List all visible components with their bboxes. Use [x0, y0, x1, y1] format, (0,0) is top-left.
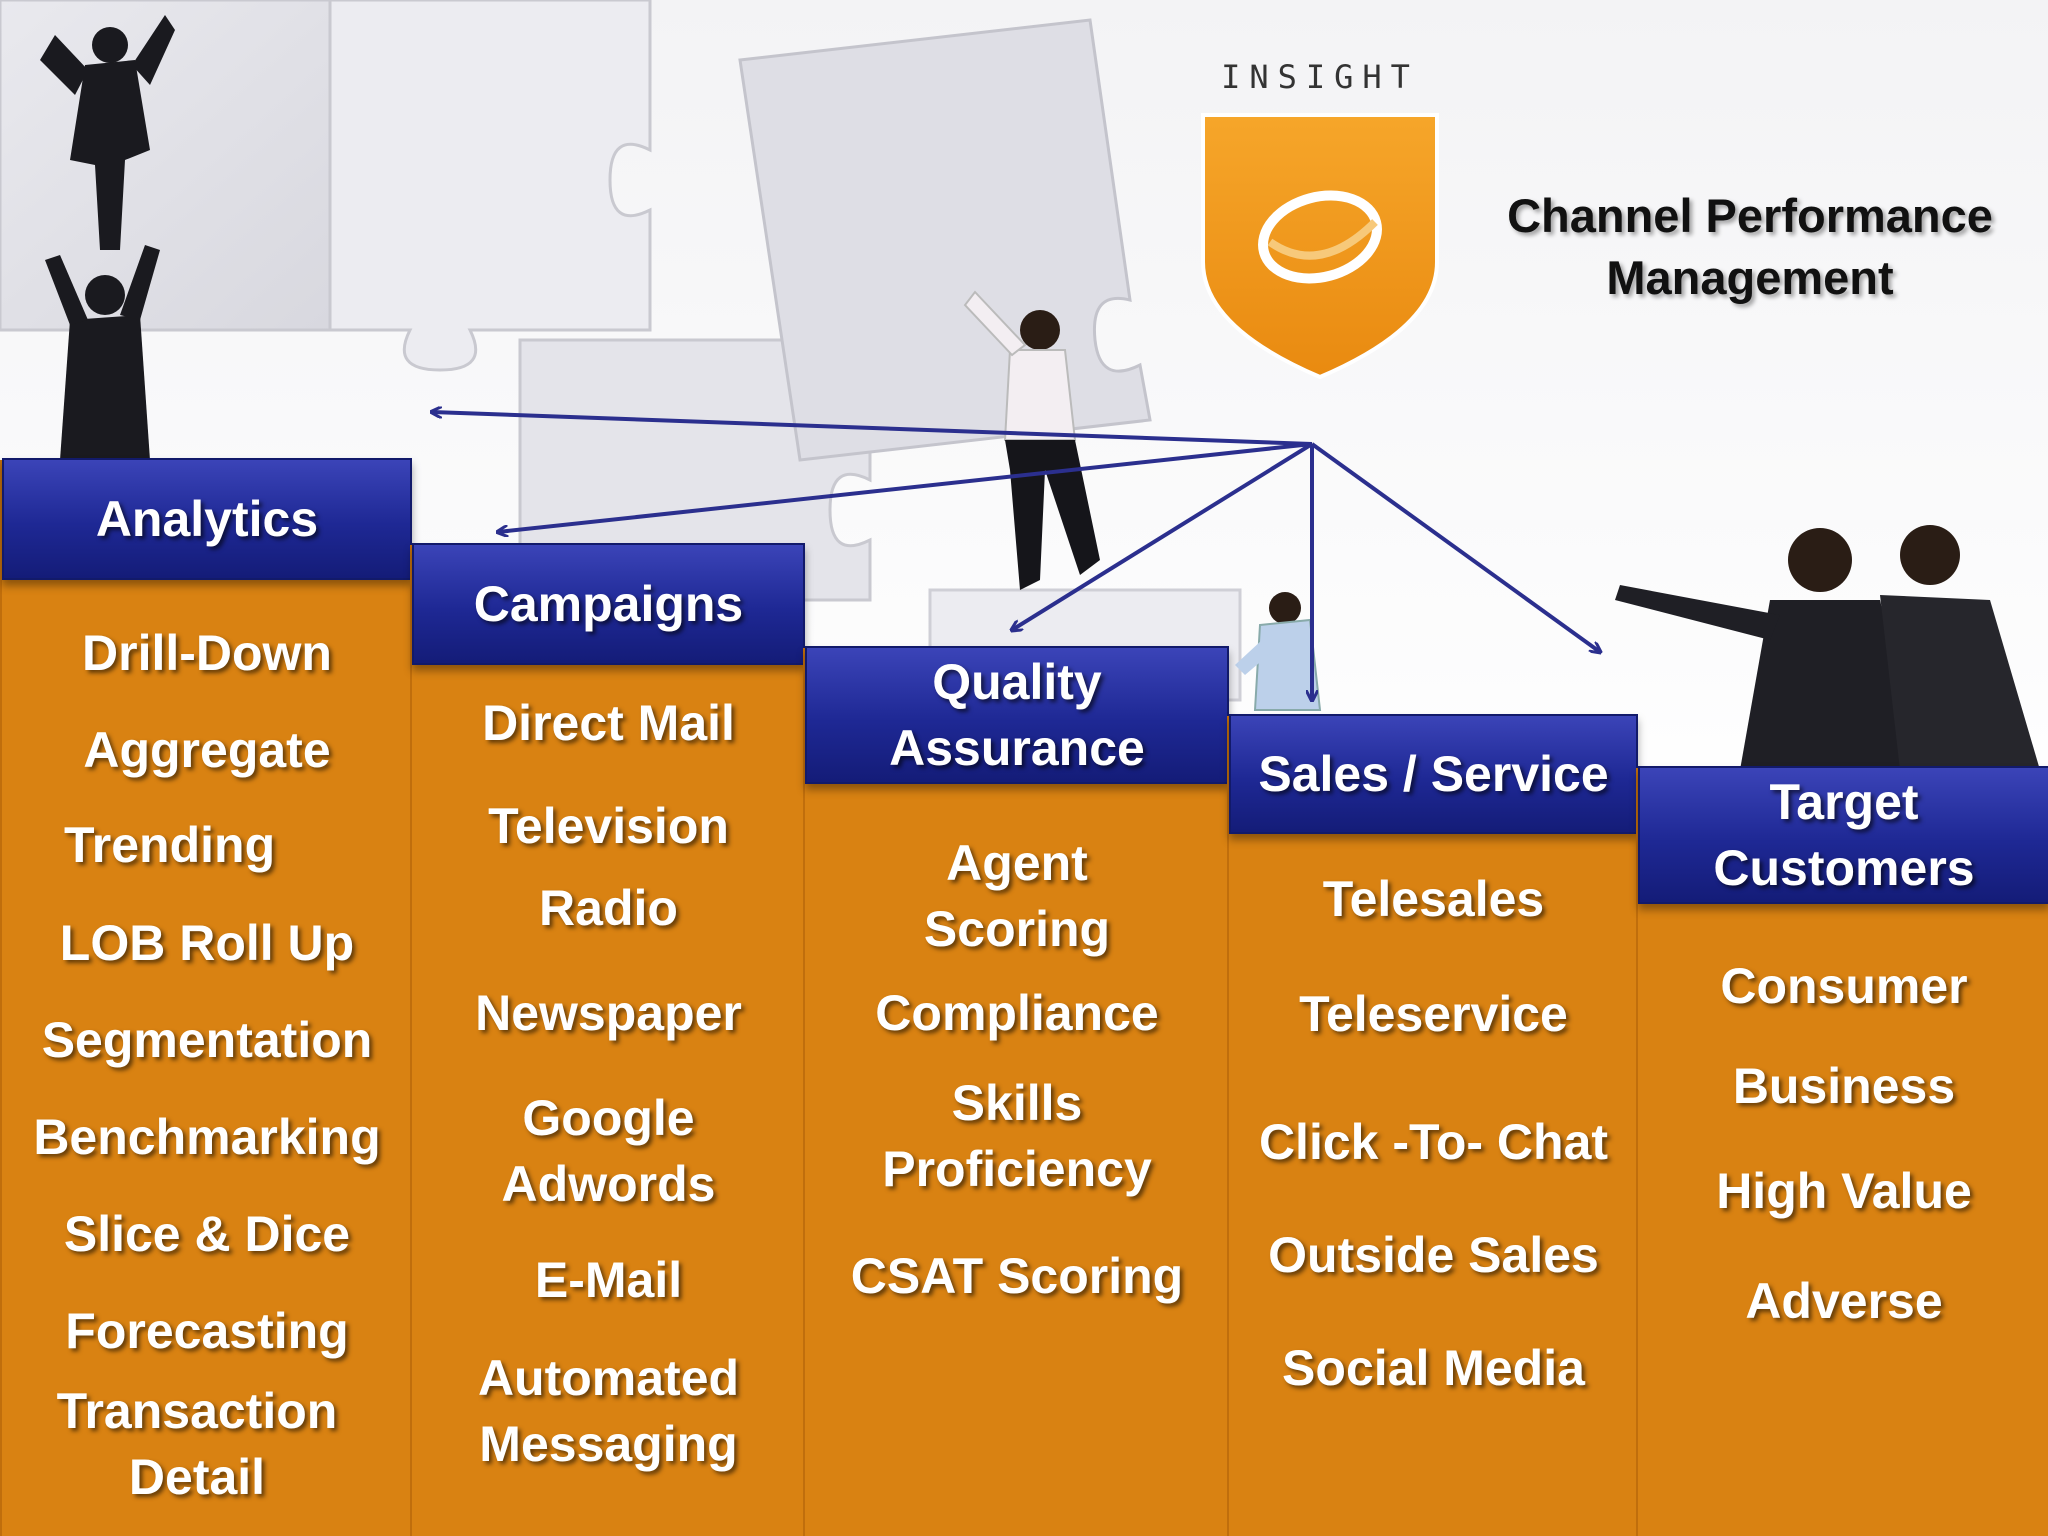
item-adverse: Adverse: [1638, 1268, 2048, 1334]
item-text: Messaging: [479, 1416, 738, 1472]
header-quality-assurance: Quality Assurance: [805, 646, 1229, 784]
item-text: Proficiency: [882, 1141, 1152, 1197]
item-trending: Trending: [2, 812, 412, 878]
item-radio: Radio: [412, 875, 805, 941]
header-line: Customers: [1713, 840, 1975, 896]
item-text: Aggregate: [83, 722, 331, 778]
item-csat-scoring: CSAT Scoring: [805, 1243, 1229, 1309]
item-compliance: Compliance: [805, 980, 1229, 1046]
header-target-customers: Target Customers: [1638, 766, 2048, 904]
item-social-media: Social Media: [1229, 1335, 1638, 1401]
item-drill-down: Drill-Down: [2, 620, 412, 686]
header-campaigns: Campaigns: [412, 543, 805, 665]
item-text: Segmentation: [41, 1012, 373, 1068]
title-line-1: Channel Performance: [1507, 189, 1993, 242]
item-text: Drill-Down: [82, 625, 332, 681]
item-text: Adwords: [501, 1156, 716, 1212]
header-analytics: Analytics: [2, 458, 412, 580]
item-text: Telesales: [1322, 871, 1545, 927]
item-forecasting: Forecasting: [2, 1298, 412, 1364]
item-telesales: Telesales: [1229, 866, 1638, 932]
item-segmentation: Segmentation: [2, 1007, 412, 1073]
item-teleservice: Teleservice: [1229, 981, 1638, 1047]
item-outside-sales: Outside Sales: [1229, 1222, 1638, 1288]
item-text: E-Mail: [534, 1252, 683, 1308]
column-sales-service: Sales / Service Telesales Teleservice Cl…: [1227, 714, 1638, 1536]
title-line-2: Management: [1606, 251, 1894, 304]
item-text: Newspaper: [475, 985, 742, 1041]
item-text: Google: [522, 1090, 695, 1146]
item-text: Teleservice: [1299, 986, 1568, 1042]
item-text: High Value: [1716, 1163, 1972, 1219]
item-text: Slice & Dice: [63, 1206, 351, 1262]
item-text: Compliance: [875, 985, 1159, 1041]
header-text: Quality Assurance: [889, 649, 1145, 781]
item-text: Click -To- Chat: [1258, 1114, 1609, 1170]
column-target-customers: Target Customers Consumer Business High …: [1636, 766, 2048, 1536]
item-text: Forecasting: [65, 1303, 349, 1359]
item-slice-and-dice: Slice & Dice: [2, 1201, 412, 1267]
header-line: Assurance: [889, 720, 1145, 776]
header-sales-service: Sales / Service: [1229, 714, 1638, 834]
item-text: CSAT Scoring: [850, 1248, 1184, 1304]
item-television: Television: [412, 793, 805, 859]
diagram-title: Channel Performance Management: [1470, 185, 2030, 309]
item-text: Adverse: [1745, 1273, 1943, 1329]
header-line: Sales / Service: [1258, 746, 1609, 802]
header-line: Analytics: [95, 491, 319, 547]
insight-shield-logo: [1201, 113, 1439, 380]
brand-wordmark: INSIGHT: [1221, 58, 1419, 96]
item-text: Outside Sales: [1268, 1227, 1599, 1283]
header-line: Quality: [932, 654, 1102, 710]
item-benchmarking: Benchmarking: [2, 1104, 412, 1170]
header-text: Target Customers: [1713, 769, 1974, 901]
item-high-value: High Value: [1638, 1158, 2048, 1224]
item-text: Social Media: [1282, 1340, 1585, 1396]
item-text: Automated: [477, 1350, 740, 1406]
item-e-mail: E-Mail: [412, 1247, 805, 1313]
item-text: Transaction: [56, 1383, 338, 1439]
item-text: Consumer: [1720, 958, 1968, 1014]
column-campaigns: Campaigns Direct Mail Television Radio N…: [410, 543, 805, 1536]
item-text: Radio: [539, 880, 678, 936]
item-text: Skills: [951, 1075, 1083, 1131]
column-analytics: Analytics Drill-Down Aggregate Trending …: [0, 458, 412, 1536]
item-text: LOB Roll Up: [59, 915, 355, 971]
item-text: Agent: [946, 835, 1088, 891]
item-lob-roll-up: LOB Roll Up: [2, 910, 412, 976]
item-business: Business: [1638, 1053, 2048, 1119]
item-text: Direct Mail: [482, 695, 735, 751]
item-text: Benchmarking: [33, 1109, 381, 1165]
item-text: Business: [1732, 1058, 1956, 1114]
item-consumer: Consumer: [1638, 953, 2048, 1019]
item-direct-mail: Direct Mail: [412, 690, 805, 756]
header-line: Target: [1769, 774, 1919, 830]
item-click-to-chat: Click -To- Chat: [1229, 1109, 1638, 1175]
item-text: Television: [488, 798, 729, 854]
header-line: Campaigns: [473, 576, 744, 632]
item-text: Detail: [128, 1449, 266, 1505]
item-text: Scoring: [923, 901, 1111, 957]
item-text: Trending: [64, 817, 276, 873]
item-aggregate: Aggregate: [2, 717, 412, 783]
item-newspaper: Newspaper: [412, 980, 805, 1046]
